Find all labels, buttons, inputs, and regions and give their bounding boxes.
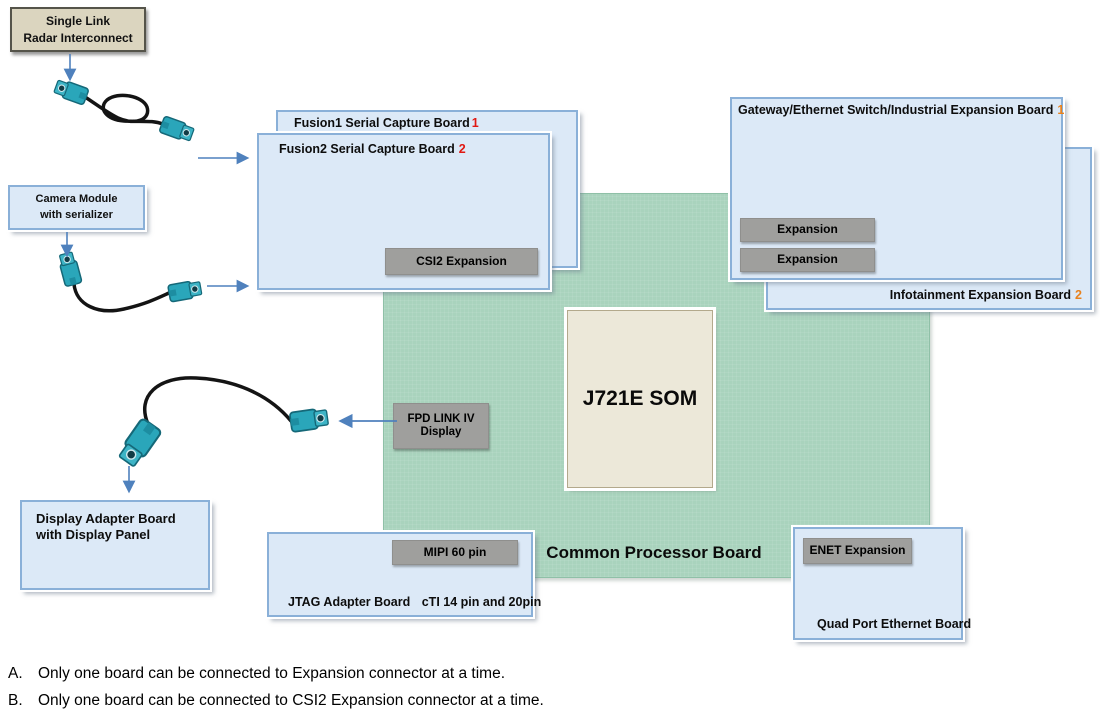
gateway-label-text: Gateway/Ethernet Switch/Industrial Expan… xyxy=(738,103,1054,117)
mipi-60pin-label: MIPI 60 pin xyxy=(423,544,487,559)
jtag-label-board: JTAG Adapter Board xyxy=(288,595,411,609)
camera-box-line1: Camera Module xyxy=(35,193,118,206)
display-coax-cable xyxy=(142,376,293,426)
single-link-radar-interconnect-box: Single Link Radar Interconnect xyxy=(10,7,146,52)
quad-port-ethernet-board: ENET Expansion Quad Port Ethernet Board xyxy=(793,527,971,640)
fakra-connector-icon xyxy=(167,278,203,303)
csi2-expansion-label: CSI2 Expansion xyxy=(416,253,507,268)
camera-module-box: Camera Module with serializer xyxy=(8,185,145,230)
display-adapter-label: Display Adapter Board with Display Panel xyxy=(22,502,208,542)
note-b: B. Only one board can be connected to CS… xyxy=(8,687,544,714)
infotainment-number: 2 xyxy=(1075,288,1082,302)
enet-expansion-connector: ENET Expansion xyxy=(803,538,912,564)
radar-box-line1: Single Link xyxy=(45,14,110,29)
expansion-connector-1: Expansion xyxy=(740,218,875,242)
note-a: A. Only one board can be connected to Ex… xyxy=(8,660,544,687)
fusion1-label-text: Fusion1 Serial Capture Board xyxy=(294,116,470,130)
quad-port-label: Quad Port Ethernet Board xyxy=(817,617,972,631)
fakra-connector-icon xyxy=(52,77,90,106)
fakra-connector-icon xyxy=(288,406,330,433)
jtag-label: JTAG Adapter Board cTI 14 pin and 20pin xyxy=(288,595,541,610)
display-adapter-line2: with Display Panel xyxy=(36,526,151,542)
gateway-ethernet-industrial-board: Gateway/Ethernet Switch/Industrial Expan… xyxy=(730,97,1065,280)
gateway-label: Gateway/Ethernet Switch/Industrial Expan… xyxy=(732,99,1065,118)
common-processor-board-label: Common Processor Board xyxy=(546,543,762,562)
fpd-link-display-connector: FPD LINK IV Display xyxy=(393,403,489,449)
radar-coax-cable xyxy=(83,93,165,126)
expansion-connector-2-label: Expansion xyxy=(777,252,838,267)
gateway-number: 1 xyxy=(1057,103,1065,117)
fusion2-number: 2 xyxy=(458,142,466,156)
fakra-connector-icon xyxy=(115,416,163,470)
footnotes: A. Only one board can be connected to Ex… xyxy=(8,660,544,714)
radar-box-line2: Radar Interconnect xyxy=(23,30,133,45)
fpd-line2: Display xyxy=(420,426,462,438)
jtag-adapter-board: MIPI 60 pin JTAG Adapter Board cTI 14 pi… xyxy=(267,532,541,617)
camera-box-line2: with serializer xyxy=(40,208,113,221)
camera-coax-cable xyxy=(72,282,171,313)
fusion2-label-text: Fusion2 Serial Capture Board xyxy=(279,142,455,156)
expansion-connector-2: Expansion xyxy=(740,248,875,272)
note-a-text: Only one board can be connected to Expan… xyxy=(38,664,506,682)
fakra-connector-icon xyxy=(56,250,83,288)
mipi-60pin-connector: MIPI 60 pin xyxy=(392,540,518,565)
note-a-letter: A. xyxy=(8,664,23,682)
j721e-som-module: J721E SOM xyxy=(567,310,713,488)
fpd-line1: FPD LINK IV xyxy=(407,412,475,425)
display-adapter-line1: Display Adapter Board xyxy=(36,511,176,526)
fakra-connector-icon xyxy=(158,115,196,144)
enet-expansion-label: ENET Expansion xyxy=(809,543,906,558)
expansion-connector-1-label: Expansion xyxy=(777,222,838,237)
infotainment-label-text: Infotainment Expansion Board xyxy=(889,288,1072,302)
fusion1-number: 1 xyxy=(471,116,479,130)
jtag-label-pins: cTI 14 pin and 20pin xyxy=(421,595,542,609)
csi2-expansion-connector: CSI2 Expansion xyxy=(385,248,538,275)
note-b-text: Only one board can be connected to CSI2 … xyxy=(38,691,544,709)
note-b-letter: B. xyxy=(8,691,23,709)
display-adapter-board: Display Adapter Board with Display Panel xyxy=(20,500,210,590)
som-label: J721E SOM xyxy=(582,387,698,410)
